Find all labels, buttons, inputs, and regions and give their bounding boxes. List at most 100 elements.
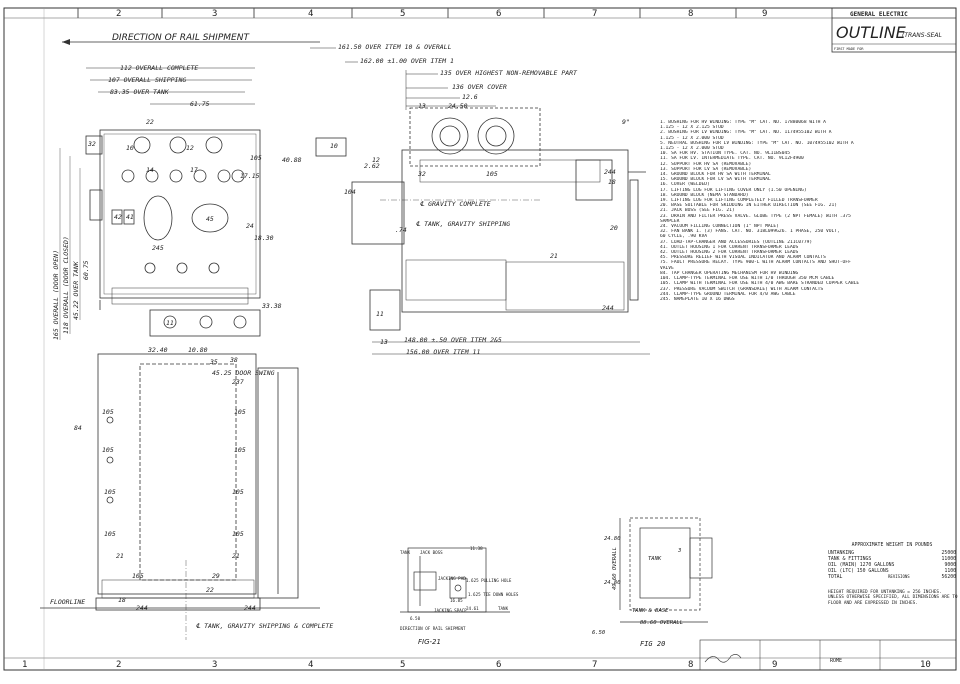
item-244-lower: 244 [602, 304, 614, 312]
fig21-1138: 11.38 [470, 546, 483, 551]
note-line: 45. PRESSURE RELIEF WITH VISUAL INDICATO… [660, 255, 826, 261]
item-38-front: 38 [229, 356, 238, 364]
svg-text:5: 5 [400, 660, 405, 670]
note-line: 5. NEUTRAL BUSHING FOR LV WINDING: TYPE … [660, 140, 854, 146]
item-21-front2: 21 [232, 552, 240, 560]
item-105-front1: 105 [102, 408, 114, 416]
dim-118: 118 OVERALL (DOOR CLOSED) [62, 236, 70, 334]
note-line: 16. COVER (WELDED) [660, 182, 710, 188]
note-line: 11. SA FOR LV. INTERMEDIATE TYPE. CAT. N… [660, 156, 804, 162]
note-line: 244. CLAMP-TYPE GROUND TERMINAL FOR 4/0 … [660, 291, 796, 297]
dim-3240: 32.40 [147, 346, 168, 354]
item-245-plan: 245 [152, 244, 164, 252]
item-105-front9: 105 [132, 572, 144, 580]
item-244-front: 244 [136, 604, 148, 612]
item-11-plan: 11 [166, 319, 174, 327]
item-22-front: 22 [206, 586, 214, 594]
dim-22: 22 [146, 118, 154, 126]
dim-262: 2.62 [364, 162, 380, 170]
item-237-front: 237 [232, 378, 244, 386]
dim-165: 165 OVERALL (DOOR OPEN) [52, 250, 60, 340]
note-line: 23. DRAIN AND FILTER PRESS VALVE. GLOBE … [660, 213, 851, 219]
note-line: 20. BASE SUITABLE FOR SKIDDING IN EITHER… [660, 203, 838, 209]
note-line: 1.125 - 12 X 2.000 STUD [660, 135, 724, 141]
note-line: 1.125 - 12 X 2.000 STUD [660, 146, 724, 152]
note-line: SAMPLER [660, 218, 680, 224]
grid-bottom: 1 2 3 4 5 6 7 8 9 10 [22, 660, 931, 670]
svg-text:7: 7 [592, 660, 597, 670]
svg-text:10: 10 [920, 660, 931, 670]
dim-126: 12.6 [462, 93, 478, 101]
item-84-front: 84 [74, 424, 82, 432]
fig-20 [619, 517, 713, 623]
item-29-front: 29 [212, 572, 220, 580]
note-line: 37. LOAD-TAP-CHANGER AND ACCESSORIES (OU… [660, 239, 813, 245]
location-label: ROME [830, 658, 842, 664]
dim-156: 156.00 OVER ITEM 11 [406, 348, 480, 356]
dim-135: 135 OVER HIGHEST NON-REMOVABLE PART [440, 69, 578, 77]
dim-136: 136 OVER COVER [452, 83, 507, 91]
dim-1715: 17.15 [240, 172, 260, 180]
dim-148: 148.00 ±.50 OVER ITEM 2&5 [404, 336, 502, 344]
item-105-front3: 105 [102, 446, 114, 454]
plan-view [59, 129, 261, 340]
height-note: HEIGHT REQUIRED FOR UNTANKING = 256 INCH… [828, 590, 958, 606]
drawing-title: OUTLINE [836, 23, 907, 42]
note-line: 18. GROUND BLOCK (NEMA STANDARD) [660, 192, 749, 198]
item-41-plan: 41 [126, 213, 134, 221]
first-made-for: FIRST MADE FOR [834, 47, 864, 51]
dim-161: 161.50 OVER ITEM 10 & OVERALL [338, 43, 452, 51]
fig20-4960: 49.60 OVERALL [612, 547, 618, 590]
grid-top-4: 4 [308, 9, 313, 19]
note-line: 14. GROUND BLOCK FOR HV SA WITH TERMINAL [660, 172, 771, 178]
note-line: 17. LIFTING LUG FOR LIFTING COVER ONLY (… [660, 187, 807, 193]
company-name: GENERAL ELECTRIC [850, 11, 908, 18]
title-block-top: GENERAL ELECTRIC OUTLINE (TRANS-SEAL FIR… [831, 7, 957, 53]
note-line: 24. VACUUM FILLING CONNECTION (1" NPT MA… [660, 224, 779, 230]
dim-9in: 9" [622, 118, 630, 126]
item-105-front8: 105 [232, 530, 244, 538]
note-line: 42. OUTLET HOUSING 2 FOR CURRENT TRANSFO… [660, 250, 799, 256]
weights-header: APPROXIMATE WEIGHT IN POUNDS [851, 543, 933, 548]
note-line: 2. BUSHING FOR LV WINDING: TYPE "M" CAT.… [660, 130, 832, 136]
fig21-tank2: TANK [498, 606, 509, 611]
svg-text:3: 3 [212, 660, 217, 670]
note-line: 13. SUPPORT FOR LV SA (REMOVABLE) [660, 166, 752, 172]
item-42-plan: 42 [114, 213, 122, 221]
grid-top-5: 5 [400, 9, 405, 19]
grid-top-7: 7 [592, 9, 597, 19]
note-line: 21. JACK BOSS (SEE FIG. 21) [660, 208, 735, 214]
svg-text:8: 8 [688, 660, 693, 670]
svg-text:6: 6 [496, 660, 501, 670]
note-line: 1. BUSHING FOR HV WINDING: TYPE "M" CAT.… [660, 120, 826, 125]
note-line: 10. SA FOR HV. STATION TYPE. CAT. NO. 9L… [660, 151, 790, 157]
fig21-1625: 1.625 TIE DOWN HOLES [468, 592, 519, 597]
side-elevation [315, 107, 650, 355]
dim-1080: 10.80 [188, 346, 208, 354]
note-line: 32. FAN BANK 1. (3) FANS. CAT. NO. 318L0… [660, 229, 840, 235]
title-block-bottom: ROME REVISIONS [699, 574, 957, 671]
fig20-2480a: 24.80 [604, 536, 621, 542]
item-105-plan: 105 [250, 154, 262, 162]
notes-list: 1. BUSHING FOR HV WINDING: TYPE "M" CAT.… [660, 120, 955, 302]
dim-4088: 40.88 [282, 156, 302, 164]
fig21-jacking-space: JACKING SPACE [434, 608, 467, 613]
dim-6075: 60.75 [82, 260, 90, 280]
item-10-plan: 10 [126, 144, 134, 152]
note-line: 105. CLAMP WITH TERMINAL FOR USE WITH 4/… [660, 281, 860, 287]
svg-text:9: 9 [772, 660, 777, 670]
svg-text:4: 4 [308, 660, 313, 670]
item-14-plan: 14 [146, 166, 154, 174]
item-20-side: 20 [610, 224, 618, 232]
dim-4522: 45.22 OVER TANK [72, 260, 80, 320]
item-244-front2: 244 [244, 604, 256, 612]
fig20-3: 3 [677, 548, 681, 554]
item-32-plan: 32 [87, 140, 96, 148]
fig20-tank: TANK [648, 556, 662, 562]
